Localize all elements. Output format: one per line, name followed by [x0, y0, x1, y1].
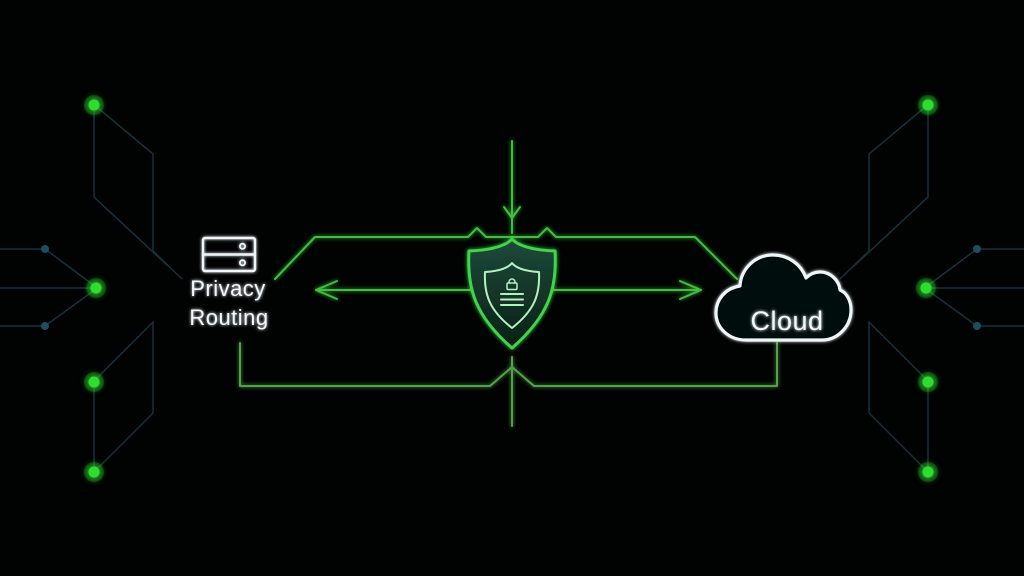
- top-route-line: [274, 227, 738, 280]
- trace-line: [0, 248, 97, 288]
- teal-node-dot: [973, 322, 981, 330]
- trace-line: [839, 107, 925, 280]
- node-dot: [922, 376, 934, 388]
- trace-line: [97, 107, 183, 280]
- privacy-routing-label-line1: Privacy: [190, 276, 266, 301]
- arrow-down-icon: [503, 206, 521, 219]
- shield-icon: [467, 237, 557, 350]
- node-dot: [88, 99, 100, 111]
- trace-line: [93, 111, 169, 267]
- node-dot: [88, 466, 100, 478]
- teal-node-dot: [41, 245, 49, 253]
- trace-line: [0, 288, 97, 327]
- shield-inner-outline: [483, 262, 541, 329]
- cloud-label: Cloud: [750, 306, 823, 336]
- circuit-traces-left: [0, 107, 183, 473]
- shield-text-lines: [500, 293, 524, 306]
- teal-node-dot: [973, 245, 981, 253]
- lock-icon: [506, 278, 518, 291]
- circuit-traces-right: [839, 107, 1024, 473]
- privacy-routing-label-line2: Routing: [189, 305, 268, 330]
- trace-line: [925, 248, 1024, 288]
- node-dot: [920, 282, 932, 294]
- bottom-route-line: [239, 342, 778, 387]
- arrow-left-icon: [315, 280, 338, 300]
- cloud-node: Cloud: [714, 253, 853, 342]
- node-dot: [922, 99, 934, 111]
- privacy-routing-node: Privacy Routing: [189, 236, 268, 330]
- node-dot: [90, 282, 102, 294]
- trace-line: [853, 111, 929, 267]
- trace-line: [925, 288, 1024, 327]
- trace-line: [868, 320, 929, 473]
- trace-line: [93, 320, 154, 473]
- cloud-icon: [714, 253, 853, 342]
- arrow-right-icon: [679, 280, 702, 300]
- node-dot: [922, 466, 934, 478]
- teal-node-dot: [41, 322, 49, 330]
- server-icon: [201, 236, 257, 273]
- node-dot: [88, 376, 100, 388]
- green-node-dots: [84, 95, 938, 482]
